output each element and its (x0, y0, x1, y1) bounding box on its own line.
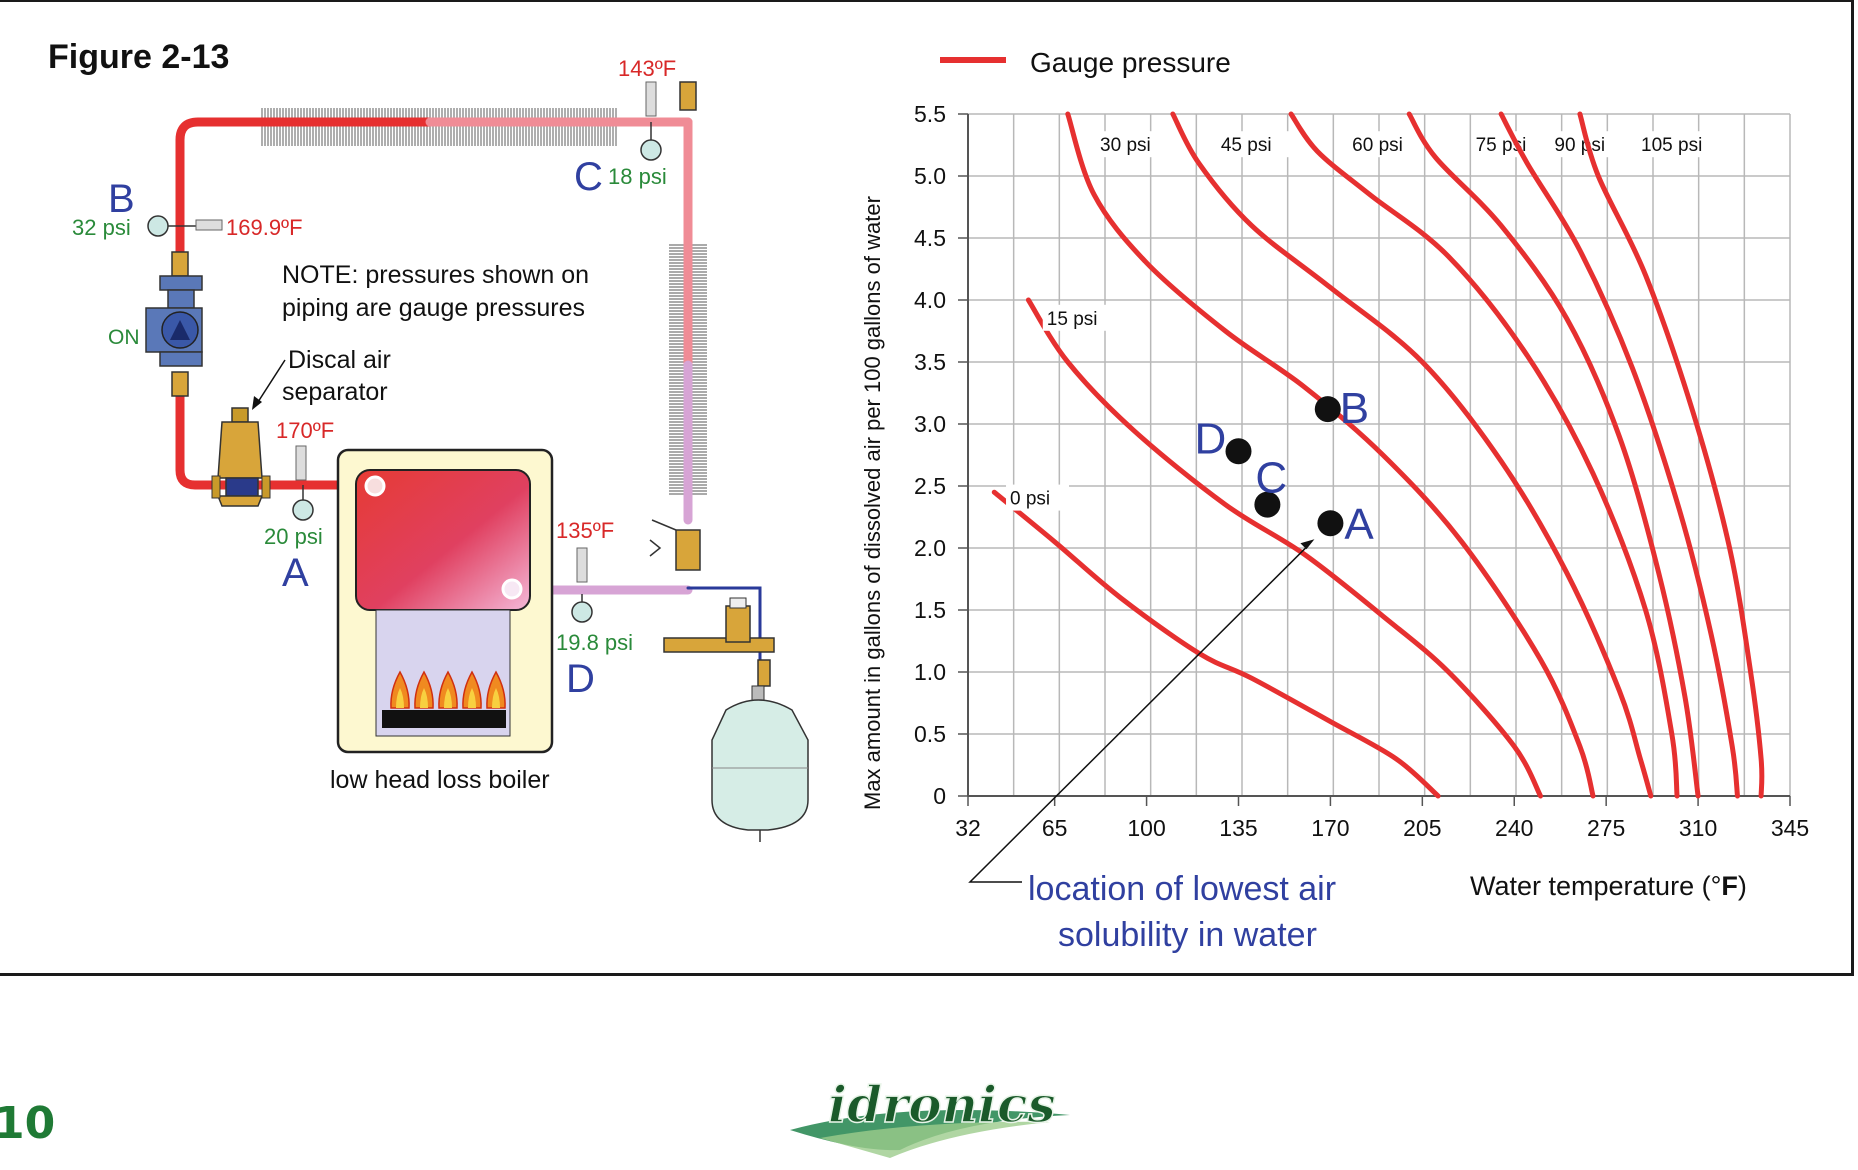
point-b-instruments (147, 215, 223, 237)
point-b-letter: B (108, 177, 135, 221)
point-a-letter: A (282, 551, 309, 595)
x-tick-label: 135 (1219, 815, 1257, 841)
data-point-label: D (1194, 414, 1226, 463)
pressure-curve (1170, 111, 1654, 799)
x-tick-label: 240 (1495, 815, 1533, 841)
data-point-b (1314, 396, 1341, 423)
figure-frame (0, 0, 1854, 976)
y-tick-label: 0 (933, 783, 946, 809)
x-tick-label: 65 (1042, 815, 1068, 841)
curve-label: 0 psi (1010, 489, 1050, 510)
x-tick-label: 100 (1127, 815, 1165, 841)
pressure-curve (1498, 111, 1740, 799)
x-tick-label: 32 (955, 815, 981, 841)
legend-label: Gauge pressure (1030, 47, 1231, 78)
chart-plot-area: 32 65 100 135 170 205 240 275 310 345 0 0.5 1.0 1.5 2.… (914, 101, 1809, 883)
x-axis-label: Water temperature (°F) (1470, 871, 1747, 901)
pressure-curve (1406, 111, 1701, 799)
y-tick-label: 2.5 (914, 473, 946, 499)
y-axis-label: Max amount in gallons of dissolved air p… (860, 196, 885, 810)
point-d-temp: 135ºF (556, 518, 614, 543)
pressure-curve (1065, 111, 1596, 799)
y-tick-label: 3.5 (914, 349, 946, 375)
point-a-instruments (292, 445, 314, 521)
chart-legend: Gauge pressure (940, 47, 1231, 78)
curve-label: 60 psi (1352, 135, 1403, 156)
pressure-curve (1288, 111, 1680, 799)
pressure-curve (991, 489, 1441, 799)
curve-label: 15 psi (1047, 309, 1098, 330)
curve-label: 30 psi (1100, 135, 1151, 156)
point-c-letter: C (574, 155, 603, 199)
note-line-1: NOTE: pressures shown on (282, 261, 589, 289)
separator-label-2: separator (282, 378, 388, 406)
curve-label-bg (1348, 131, 1423, 158)
data-point-label: B (1340, 384, 1369, 433)
y-tick-label: 4.5 (914, 225, 946, 251)
curve-label: 45 psi (1221, 135, 1272, 156)
data-point-label: C (1255, 454, 1287, 503)
point-a-pressure: 20 psi (264, 524, 323, 549)
y-tick-label: 5.5 (914, 101, 946, 127)
purge-valve (649, 519, 701, 571)
y-tick-label: 0.5 (914, 721, 946, 747)
data-point-c (1254, 491, 1281, 518)
y-tick-label: 1.0 (914, 659, 946, 685)
annotation-line-2: solubility in water (1058, 916, 1317, 954)
pressure-curve (1025, 297, 1544, 799)
note-line-2: piping are gauge pressures (282, 294, 585, 322)
annotation-line-1: location of lowest air (1028, 870, 1336, 908)
curve-label-bg (1216, 131, 1291, 158)
expansion-tank (711, 685, 809, 842)
point-c-instruments (640, 81, 697, 161)
annotation-arrowhead (1300, 539, 1315, 550)
data-point-label: A (1344, 500, 1374, 549)
x-tick-label: 275 (1587, 815, 1625, 841)
point-b-pressure: 32 psi (72, 215, 131, 240)
data-point-d (1225, 438, 1252, 465)
baseboard-top (261, 108, 617, 146)
logo-text: idronics (828, 1075, 1056, 1134)
curve-label: 90 psi (1554, 135, 1605, 156)
y-tick-label: 5.0 (914, 163, 946, 189)
fill-valve (663, 597, 775, 687)
boiler (336, 448, 554, 754)
curve-label-bg (1096, 131, 1171, 158)
air-separator (211, 407, 271, 507)
separator-label-1: Discal air (288, 346, 391, 374)
point-d-pressure: 19.8 psi (556, 630, 633, 655)
y-tick-label: 4.0 (914, 287, 946, 313)
curve-label-bg (1006, 484, 1070, 511)
curve-label-bg (1042, 304, 1117, 331)
curve-label: 105 psi (1641, 135, 1702, 156)
page-number: 10 (0, 1098, 56, 1149)
x-tick-label: 170 (1311, 815, 1349, 841)
annotation-arrow (968, 544, 1309, 883)
y-tick-label: 2.0 (914, 535, 946, 561)
x-tick-label: 310 (1679, 815, 1717, 841)
x-tick-label: 345 (1771, 815, 1809, 841)
idronics-logo: idronics (790, 1074, 1070, 1158)
pressure-curve (1577, 111, 1765, 799)
supply-piping (175, 117, 762, 662)
curve-label-bg (1637, 131, 1723, 158)
pump-state: ON (108, 326, 140, 349)
point-b-temp: 169.9ºF (226, 215, 303, 240)
boiler-label: low head loss boiler (330, 766, 550, 794)
point-a-temp: 170ºF (276, 418, 334, 443)
x-tick-label: 205 (1403, 815, 1441, 841)
point-d-instruments (571, 547, 593, 623)
data-point-a (1317, 510, 1344, 537)
point-d-letter: D (566, 657, 595, 701)
point-c-pressure: 18 psi (608, 164, 667, 189)
y-tick-label: 3.0 (914, 411, 946, 437)
curve-label-bg (1471, 131, 1546, 158)
point-c-temp: 143ºF (618, 56, 676, 81)
figure-title: Figure 2-13 (48, 38, 229, 76)
y-tick-label: 1.5 (914, 597, 946, 623)
circulator-pump (145, 251, 203, 397)
